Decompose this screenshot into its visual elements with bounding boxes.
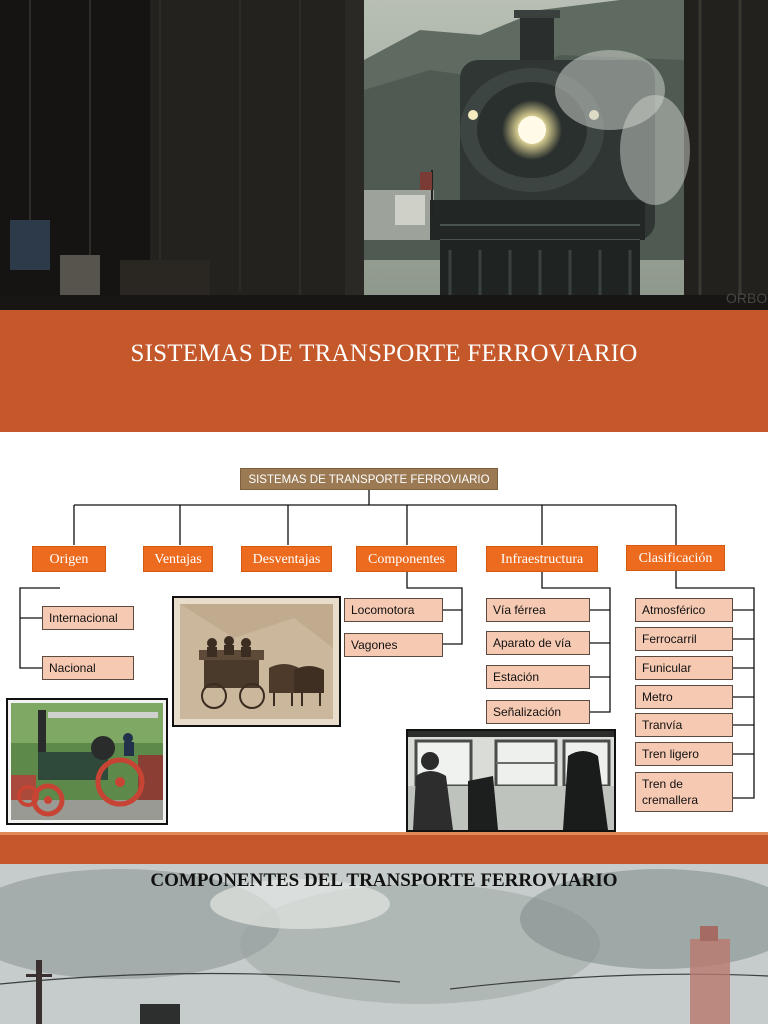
category-componentes: Componentes (356, 546, 457, 572)
item-via-ferrea: Vía férrea (486, 598, 590, 622)
category-ventajas: Ventajas (143, 546, 213, 572)
item-locomotora: Locomotora (344, 598, 443, 622)
page-title: SISTEMAS DE TRANSPORTE FERROVIARIO (130, 340, 638, 367)
item-tren-ligero: Tren ligero (635, 742, 733, 766)
root-node: SISTEMAS DE TRANSPORTE FERROVIARIO (240, 468, 498, 490)
section-title: COMPONENTES DEL TRANSPORTE FERROVIARIO (150, 870, 618, 891)
item-metro: Metro (635, 685, 733, 709)
hero-photo: ORBO (0, 0, 768, 310)
item-senalizacion: Señalización (486, 700, 590, 724)
item-estacion: Estación (486, 665, 590, 689)
watermark-text: ORBO (726, 290, 767, 306)
item-aparato-de-via: Aparato de vía (486, 631, 590, 655)
item-tren-de-cremallera: Tren de cremallera (635, 772, 733, 812)
stagecoach-photo (172, 596, 341, 727)
item-tranvia: Tranvía (635, 713, 733, 737)
connector-lines (19, 490, 755, 799)
category-clasificacion: Clasificación (626, 545, 725, 571)
category-origen: Origen (32, 546, 106, 572)
item-vagones: Vagones (344, 633, 443, 657)
item-internacional: Internacional (42, 606, 134, 630)
watercolor-background (0, 864, 768, 1024)
item-funicular: Funicular (635, 656, 733, 680)
item-nacional: Nacional (42, 656, 134, 680)
traction-engine-photo (6, 698, 168, 825)
item-ferrocarril: Ferrocarril (635, 627, 733, 651)
section-divider (0, 832, 768, 864)
train-interior-photo (406, 729, 616, 832)
title-band: SISTEMAS DE TRANSPORTE FERROVIARIO (0, 310, 768, 432)
item-atmosferico: Atmosférico (635, 598, 733, 622)
category-infraestructura: Infraestructura (486, 546, 598, 572)
concept-map: SISTEMAS DE TRANSPORTE FERROVIARIO Orige… (0, 432, 768, 832)
bottom-section: COMPONENTES DEL TRANSPORTE FERROVIARIO (0, 864, 768, 1024)
category-desventajas: Desventajas (241, 546, 332, 572)
